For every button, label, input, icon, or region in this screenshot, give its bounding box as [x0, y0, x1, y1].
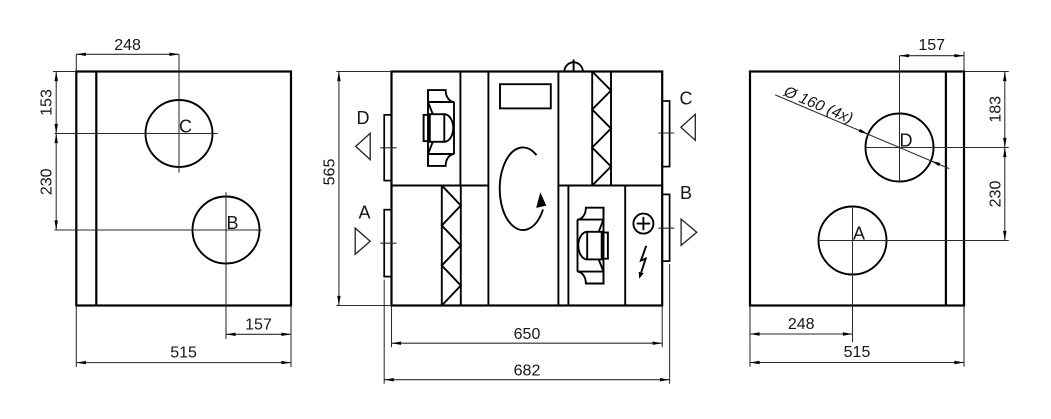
rotor-rotation-arrow-icon	[498, 146, 547, 231]
airflow-arrow-d	[354, 131, 371, 162]
filter-zigzag	[590, 70, 613, 187]
port-hole-c-label: C	[179, 117, 192, 137]
front-view: D A C B 565 650	[321, 59, 698, 384]
dim-arrow	[1003, 137, 1007, 148]
duct-stubs	[380, 100, 675, 278]
diameter-callout: Ø 160 (4x)	[774, 83, 950, 170]
dim-arrow	[391, 341, 402, 345]
dim-arrow	[76, 52, 86, 56]
heater-circle	[632, 212, 655, 235]
control-box	[499, 83, 552, 110]
dim-label: 230	[39, 168, 56, 195]
diameter-callout-label: Ø 160 (4x)	[780, 83, 855, 128]
dim-right-183: 183	[965, 70, 1009, 241]
lightning-icon	[638, 245, 648, 279]
lightning-bolt	[639, 245, 648, 273]
rotation-arc	[498, 146, 544, 231]
left-side-view: C B 248 153 230	[39, 37, 293, 367]
dim-left-248: 248	[75, 37, 179, 72]
dim-arrow	[660, 378, 670, 382]
dim-label: 157	[245, 316, 272, 333]
dim-arrow	[842, 332, 853, 336]
dim-label: 183	[988, 96, 1005, 123]
dim-arrow	[76, 360, 86, 365]
dim-arrow	[899, 54, 910, 58]
dim-right-248: 248	[749, 305, 853, 339]
roof-vent-icon	[563, 59, 584, 72]
dim-arrow	[54, 71, 58, 82]
dim-right-230: 230	[988, 147, 1007, 241]
airflow-arrow-c	[679, 112, 696, 142]
dim-arrow	[226, 332, 236, 336]
dim-left-157: 157	[226, 316, 291, 336]
dim-front-650: 650	[390, 305, 663, 348]
front-view-body	[390, 70, 664, 307]
filter-zigzag	[440, 184, 463, 307]
port-markers: D A C B	[354, 89, 698, 256]
duct-stub-c	[661, 100, 671, 168]
dim-arrow	[337, 71, 341, 82]
dim-label: 230	[988, 181, 1005, 208]
dim-arrow	[54, 133, 58, 144]
dim-label: 153	[39, 89, 56, 116]
dim-arrow	[954, 360, 964, 365]
dim-arrow	[954, 54, 964, 58]
rotation-arrowhead	[536, 192, 547, 208]
dim-arrow	[750, 360, 760, 365]
dim-arrow	[1003, 71, 1007, 82]
dim-label: 650	[514, 326, 541, 343]
dim-right-157: 157	[899, 37, 965, 72]
left-view-centerlines	[54, 54, 262, 339]
dim-arrow	[337, 295, 341, 306]
airflow-arrow-a	[354, 226, 372, 256]
dim-arrow	[281, 332, 291, 336]
port-label-b: B	[680, 183, 692, 203]
dim-label: 515	[170, 344, 197, 361]
port-hole-a-label: A	[853, 224, 865, 244]
dim-left-515: 515	[75, 305, 292, 367]
dim-left-230: 230	[39, 133, 58, 230]
dim-arrow	[1003, 230, 1007, 241]
dim-arrow	[169, 52, 179, 56]
port-label-a: A	[358, 202, 370, 222]
port-hole-d-label: D	[900, 131, 913, 151]
right-view-body	[748, 70, 966, 307]
right-side-view: D A Ø 160 (4x) 157 183	[748, 37, 1009, 367]
dim-front-682: 682	[383, 264, 671, 384]
dim-label: 157	[918, 37, 945, 54]
dim-arrow	[281, 360, 291, 365]
heater-plus	[636, 216, 651, 231]
dim-arrow	[384, 378, 394, 382]
heater-icon	[632, 212, 655, 235]
front-view-section-dividers	[391, 71, 663, 306]
port-hole-b-label: B	[226, 213, 238, 233]
dim-left-153: 153	[39, 70, 77, 230]
filter-icon-lower	[440, 184, 463, 307]
right-view-centerlines	[818, 55, 1009, 343]
left-view-body	[75, 70, 293, 307]
airflow-arrow-b	[680, 217, 698, 247]
dim-label: 248	[114, 37, 141, 54]
filter-icon-upper	[590, 70, 613, 187]
dim-arrow	[1003, 147, 1007, 158]
dim-arrow	[750, 332, 760, 336]
port-label-d: D	[357, 108, 370, 128]
dim-arrow	[54, 123, 58, 134]
dim-label: 565	[321, 159, 338, 186]
dim-arrow	[54, 220, 58, 230]
dim-label: 248	[788, 316, 815, 333]
fan-icon-lower	[576, 206, 609, 285]
dim-label: 682	[514, 362, 541, 379]
port-label-c: C	[680, 89, 693, 109]
fan-icon-upper	[422, 89, 456, 167]
dim-front-565: 565	[321, 70, 392, 307]
dim-arrow	[652, 341, 663, 345]
dim-right-515: 515	[749, 305, 965, 367]
lightning-arrowhead	[638, 271, 644, 279]
dim-label: 515	[844, 344, 871, 361]
